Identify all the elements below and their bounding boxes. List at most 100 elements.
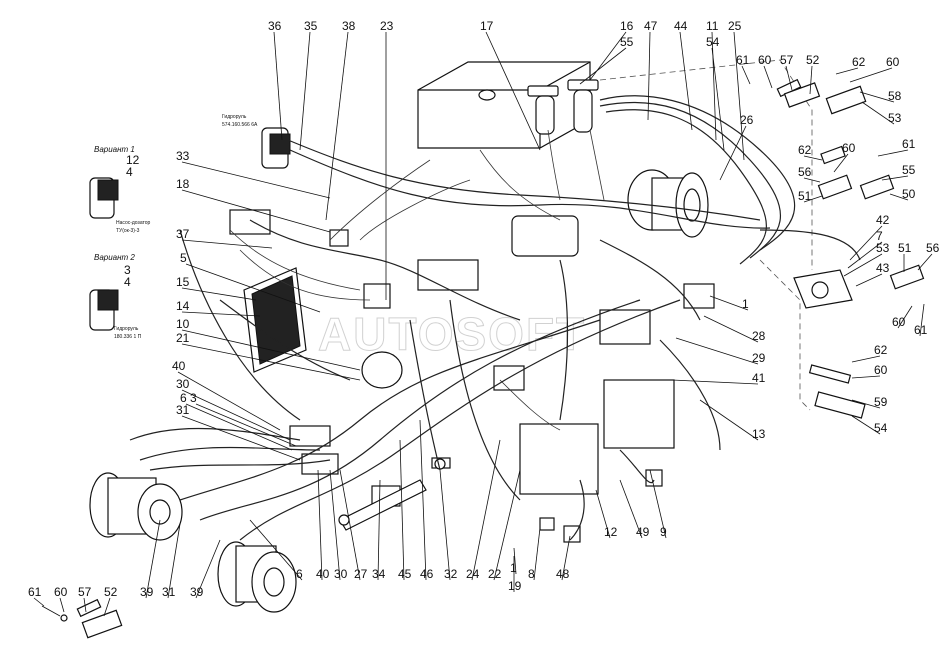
callout-leader-3a [195, 403, 297, 447]
callout-11: 11 [706, 19, 719, 33]
callout-44: 44 [674, 19, 688, 33]
callout-leader-57a [785, 65, 793, 91]
callout-leader-7 [847, 241, 883, 269]
callout-48: 48 [556, 567, 570, 581]
callout-30a: 30 [176, 377, 190, 391]
callout-31b: 31 [162, 585, 176, 599]
callout-21: 21 [176, 331, 190, 345]
callout-38: 38 [342, 19, 356, 33]
callout-23: 23 [380, 19, 394, 33]
callout-58: 58 [888, 89, 902, 103]
steering-unit-top [261, 127, 291, 169]
callout-7: 7 [876, 229, 883, 243]
callout-42: 42 [876, 213, 890, 227]
callout-50: 50 [902, 187, 916, 201]
callout-1b: 1 [510, 561, 517, 575]
callout-10: 10 [176, 317, 190, 331]
callout-leader-61c [919, 303, 925, 337]
callout-leader-47 [647, 31, 651, 121]
callout-leader-54b [851, 415, 881, 435]
callout-17: 17 [480, 19, 494, 33]
callout-leader-25 [733, 31, 745, 161]
callout-leader-15 [181, 287, 257, 301]
callout-55a: 55 [620, 35, 634, 49]
callout-60e: 60 [874, 363, 888, 377]
callout-31a: 31 [176, 403, 190, 417]
callout-leader-1b [513, 547, 517, 575]
callout-leader-42 [849, 225, 883, 261]
callout-45: 45 [398, 567, 412, 581]
callout-51a: 51 [798, 189, 812, 203]
callout-leader-39b [195, 539, 221, 599]
callout-leader-48 [561, 535, 571, 581]
callout-leader-61d [33, 597, 45, 607]
callout-leader-62a [835, 67, 859, 75]
callout-26: 26 [740, 113, 754, 127]
callout-27: 27 [354, 567, 368, 581]
callout-47: 47 [644, 19, 658, 33]
variant-1-num-4: 4 [126, 165, 133, 179]
callout-leader-37 [181, 239, 273, 249]
callout-56a: 56 [798, 165, 812, 179]
callout-61c: 61 [914, 323, 928, 337]
callout-leader-49 [619, 479, 643, 539]
callout-6b: 6 [296, 567, 303, 581]
variant-2-num-4: 4 [124, 275, 131, 289]
callout-leader-36 [273, 31, 283, 141]
callout-32: 32 [444, 567, 458, 581]
callout-40a: 40 [172, 359, 186, 373]
callout-leader-12 [595, 489, 611, 539]
callout-leader-59 [851, 399, 881, 409]
variant-2-title: Вариант 2 [94, 253, 135, 262]
callout-57a: 57 [780, 53, 794, 67]
callout-leader-34 [377, 479, 381, 581]
callout-leader-24 [471, 439, 501, 581]
callout-9: 9 [660, 525, 667, 539]
variant-1-title: Вариант 1 [94, 145, 135, 154]
callout-leader-53b [843, 253, 883, 277]
clamp-kit-top [776, 78, 925, 419]
hydraulic-cylinder [338, 458, 446, 531]
callout-leader-35 [299, 31, 311, 151]
callout-12: 12 [604, 525, 618, 539]
variant-2-unit [89, 289, 119, 331]
callout-15: 15 [176, 275, 190, 289]
callout-leader-33 [181, 161, 331, 199]
callout-52b: 52 [104, 585, 118, 599]
callout-leader-38 [325, 31, 349, 221]
valve-blocks [229, 209, 715, 543]
callout-24: 24 [466, 567, 480, 581]
callout-36: 36 [268, 19, 282, 33]
clamp-kit-bottom [41, 598, 123, 639]
top-steering-code: 574.160.566 6А [222, 122, 258, 128]
callout-43: 43 [876, 261, 890, 275]
callout-leader-40b [317, 469, 323, 581]
callout-46: 46 [420, 567, 434, 581]
callout-61b: 61 [902, 137, 916, 151]
callout-60f: 60 [54, 585, 68, 599]
callout-leader-28 [703, 315, 759, 343]
callout-60d: 60 [892, 315, 906, 329]
callout-53a: 53 [888, 111, 902, 125]
callout-40b: 40 [316, 567, 330, 581]
callout-33: 33 [176, 149, 190, 163]
callout-leader-62c [851, 355, 881, 363]
callout-leader-5 [185, 263, 321, 313]
callout-leader-56a [803, 177, 821, 183]
callout-leader-27 [339, 469, 361, 581]
callout-5: 5 [180, 251, 187, 265]
callout-62a: 62 [852, 55, 866, 69]
callout-6a: 6 [180, 391, 187, 405]
callout-leader-14 [181, 311, 261, 317]
callout-39b: 39 [190, 585, 204, 599]
callout-leader-10 [181, 329, 361, 371]
callout-53b: 53 [876, 241, 890, 255]
callout-leader-50 [889, 193, 909, 201]
callout-leader-22 [493, 469, 521, 581]
callout-leader-21 [181, 343, 361, 381]
oil-cooler-radiator [243, 267, 307, 373]
callout-leader-60b [849, 67, 893, 83]
callout-leader-43 [855, 273, 883, 287]
callout-leader-39a [145, 519, 161, 599]
watermark: AUTOSOFT [318, 308, 586, 360]
